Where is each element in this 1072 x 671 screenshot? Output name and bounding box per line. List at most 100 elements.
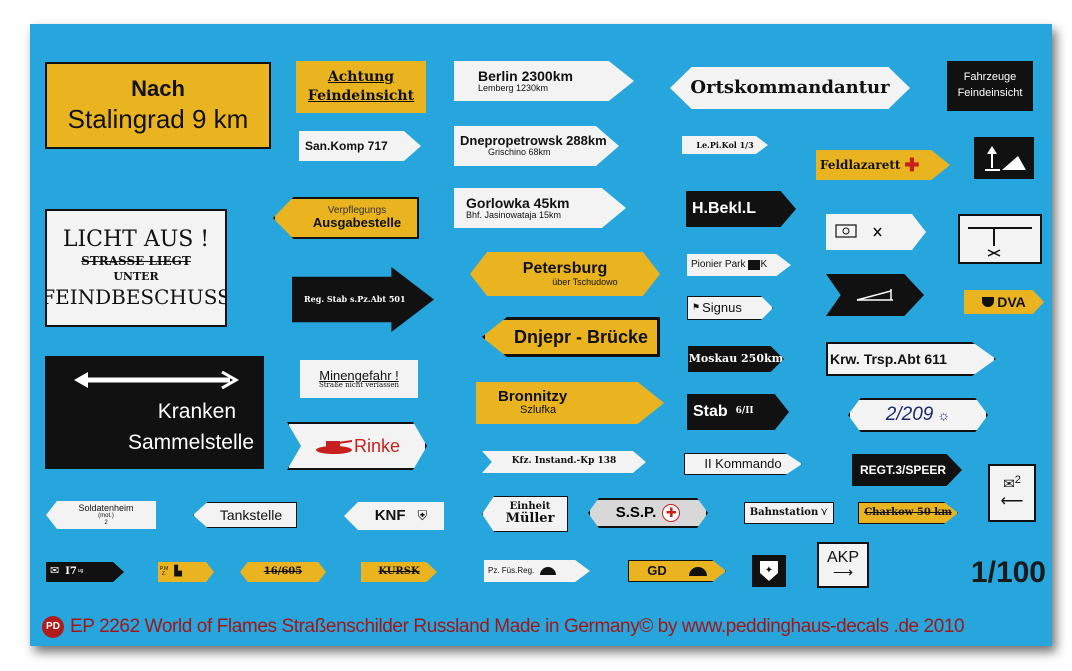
sign-i7-text: I7 — [65, 565, 77, 577]
sign-bahnstation-text: Bahnstation — [749, 506, 819, 518]
unit-emblem-icon: ⛨ — [417, 508, 428, 524]
sign-ortskommandantur: Ortskommandantur — [670, 67, 910, 109]
sign-licht-aus: LICHT AUS ! STRASSE LIEGT UNTER FEINDBES… — [45, 209, 227, 327]
mail-icon: ✉2 — [1003, 474, 1021, 493]
sign-pzfus: Pz. Füs.Reg. — [484, 560, 590, 582]
sign-pm-z: P.M Z. ▙ — [158, 562, 214, 582]
sign-petersburg-line2: über Tschudowo — [552, 276, 618, 287]
tank-icon — [315, 440, 353, 454]
sign-stab-text: Stab — [693, 402, 728, 420]
sign-crane-symbol — [958, 214, 1042, 264]
sign-kommando-text: II Kommando — [704, 456, 782, 472]
flag-icon: ⚑ — [692, 302, 701, 313]
sign-regt-text: REGT.3/SPEER — [860, 462, 947, 477]
sign-nach-line2: Stalingrad 9 km — [67, 104, 249, 135]
sign-pm-line1: P.M — [160, 565, 169, 572]
sign-pzfus-text: Pz. Füs.Reg. — [488, 565, 535, 575]
sign-knf-text: KNF — [374, 507, 406, 525]
scale-label: 1/100 — [946, 554, 1046, 592]
sign-2209-text: 2/209 — [885, 404, 934, 426]
sign-dnepro-line1: Dnepropetrowsk 288km — [460, 133, 607, 149]
sign-kursk-text: KURSK — [378, 565, 420, 577]
sign-nach-stalingrad: Nach Stalingrad 9 km — [45, 62, 271, 149]
sign-akp-text: AKP — [826, 549, 859, 567]
helmet-icon-gd — [688, 566, 707, 576]
sign-dva-text: DVA — [997, 293, 1026, 310]
sign-shield-emblem: ✦ — [752, 555, 786, 587]
ramp-arrow-icon — [985, 146, 1026, 171]
sign-sankomp-text: San.Komp 717 — [305, 138, 388, 153]
mail-small-icon: ✉ — [50, 565, 60, 578]
sign-gorlowka-line2: Bhf. Jasinowataja 15km — [466, 209, 562, 220]
sign-charkow: Charkow 50 km — [858, 502, 958, 524]
sign-petersburg: Petersburg über Tschudowo — [470, 252, 660, 296]
left-arrow-small-icon: ⟵ — [1000, 492, 1024, 510]
sign-dnepro-line2: Grischino 68km — [488, 147, 551, 158]
sign-soldatenheim-line3: 2 — [104, 519, 108, 526]
sign-fahrzeuge-line1: Fahrzeuge — [963, 71, 1017, 84]
sign-krw-trsp: Krw. Trsp.Abt 611 — [826, 342, 996, 376]
sign-tankstelle: Tankstelle — [193, 502, 297, 528]
sign-soldatenheim-line2: (mot.) — [98, 513, 114, 520]
sign-ramp-symbol — [974, 137, 1034, 179]
sign-bronnitzy-line1: Bronnitzy — [498, 388, 568, 406]
sign-charkow-text: Charkow 50 km — [864, 506, 952, 518]
sign-kommando: II Kommando — [684, 453, 802, 475]
pioneer-symbols-icon — [835, 224, 882, 238]
sign-berlin-line2: Lemberg 1230km — [478, 82, 549, 93]
sign-feldlazarett-text: Feldlazarett — [820, 157, 901, 172]
sign-dva: DVA — [964, 290, 1044, 314]
crane-icon — [968, 227, 1032, 257]
sign-bronnitzy-line2: Szlufka — [520, 404, 557, 417]
sign-verpflegungs: Verpflegungs Ausgabestelle — [273, 197, 419, 239]
sign-bahnstation: Bahnstation ⋎ — [744, 502, 834, 524]
sign-soldatenheim-line1: Soldatenheim — [78, 502, 134, 513]
decal-sheet: Nach Stalingrad 9 km Achtung Feindeinsic… — [30, 24, 1052, 646]
mail-number: 2 — [1014, 474, 1021, 487]
shield-icon — [982, 297, 995, 307]
sign-knf: KNF ⛨ — [344, 502, 444, 530]
sign-pioneer-symbol — [826, 214, 926, 250]
sign-black-bridge-arrow — [826, 274, 924, 316]
sign-i7-sub: ug — [77, 568, 84, 575]
sign-regstab-arrow: Reg. Stab s.Pz.Abt 501 — [292, 267, 434, 332]
sign-einheit-line2: Müller — [505, 511, 555, 527]
sign-signus: ⚑ Signus — [687, 296, 773, 320]
sign-feldlazarett: Feldlazarett ✚ — [816, 150, 950, 180]
sign-regt-speer: REGT.3/SPEER — [852, 454, 962, 486]
sign-kursk: KURSK — [361, 562, 437, 582]
sign-dnjepr-bruecke: Dnjepr - Brücke — [482, 317, 660, 357]
sign-moskau-text: Moskau 250km — [688, 352, 784, 366]
sign-einheit-line1: Einheit — [509, 500, 551, 512]
sign-signus-text: Signus — [702, 300, 742, 316]
sign-kranken-sammelstelle: Kranken Sammelstelle — [45, 356, 264, 469]
sign-akp: AKP ⟶ — [817, 542, 869, 588]
sign-nach-line1: Nach — [131, 76, 185, 102]
tactical-symbol-icon: ▙ — [174, 565, 182, 577]
red-cross-circle-icon: ✚ — [662, 504, 681, 522]
red-cross-icon: ✚ — [904, 154, 920, 175]
sign-kfz: Kfz. Instand.-Kp 138 — [482, 451, 646, 473]
sign-rinke-text: Rinke — [353, 435, 401, 456]
division-shield-icon: ✦ — [760, 561, 778, 581]
sign-moskau: Moskau 250km — [688, 346, 784, 372]
pionierpark-flag-icon — [748, 260, 761, 270]
sign-licht-line2: STRASSE LIEGT — [81, 254, 191, 269]
sign-achtung-line2: Feindeinsicht — [307, 88, 415, 104]
sign-minengefahr: Minengefahr ! Straße nicht verlassen — [300, 360, 418, 398]
sign-sankomp: San.Komp 717 — [299, 131, 421, 161]
helmet-icon — [540, 567, 557, 575]
sign-pionierpark-text: Pionier Park — [691, 258, 746, 270]
rail-symbol-icon: ⋎ — [820, 506, 829, 519]
sign-licht-line1: LICHT AUS ! — [62, 227, 210, 253]
sign-berlin: Berlin 2300km Lemberg 1230km — [454, 61, 634, 101]
sign-ssp-text: S.S.P. — [615, 504, 657, 522]
sign-gorlowka-line1: Gorlowka 45km — [466, 194, 570, 211]
sign-soldatenheim: Soldatenheim (mot.) 2 — [46, 501, 156, 529]
sign-i7: ✉ I7 ug — [46, 562, 124, 582]
sign-achtung-line1: Achtung — [327, 69, 395, 86]
sign-gd-text: GD — [647, 563, 667, 579]
sign-hbekl-text: H.Bekl.L — [692, 199, 757, 217]
sign-fahrzeuge-line2: Feindeinsicht — [957, 87, 1023, 99]
pionierpark-k-label: K — [760, 258, 768, 270]
